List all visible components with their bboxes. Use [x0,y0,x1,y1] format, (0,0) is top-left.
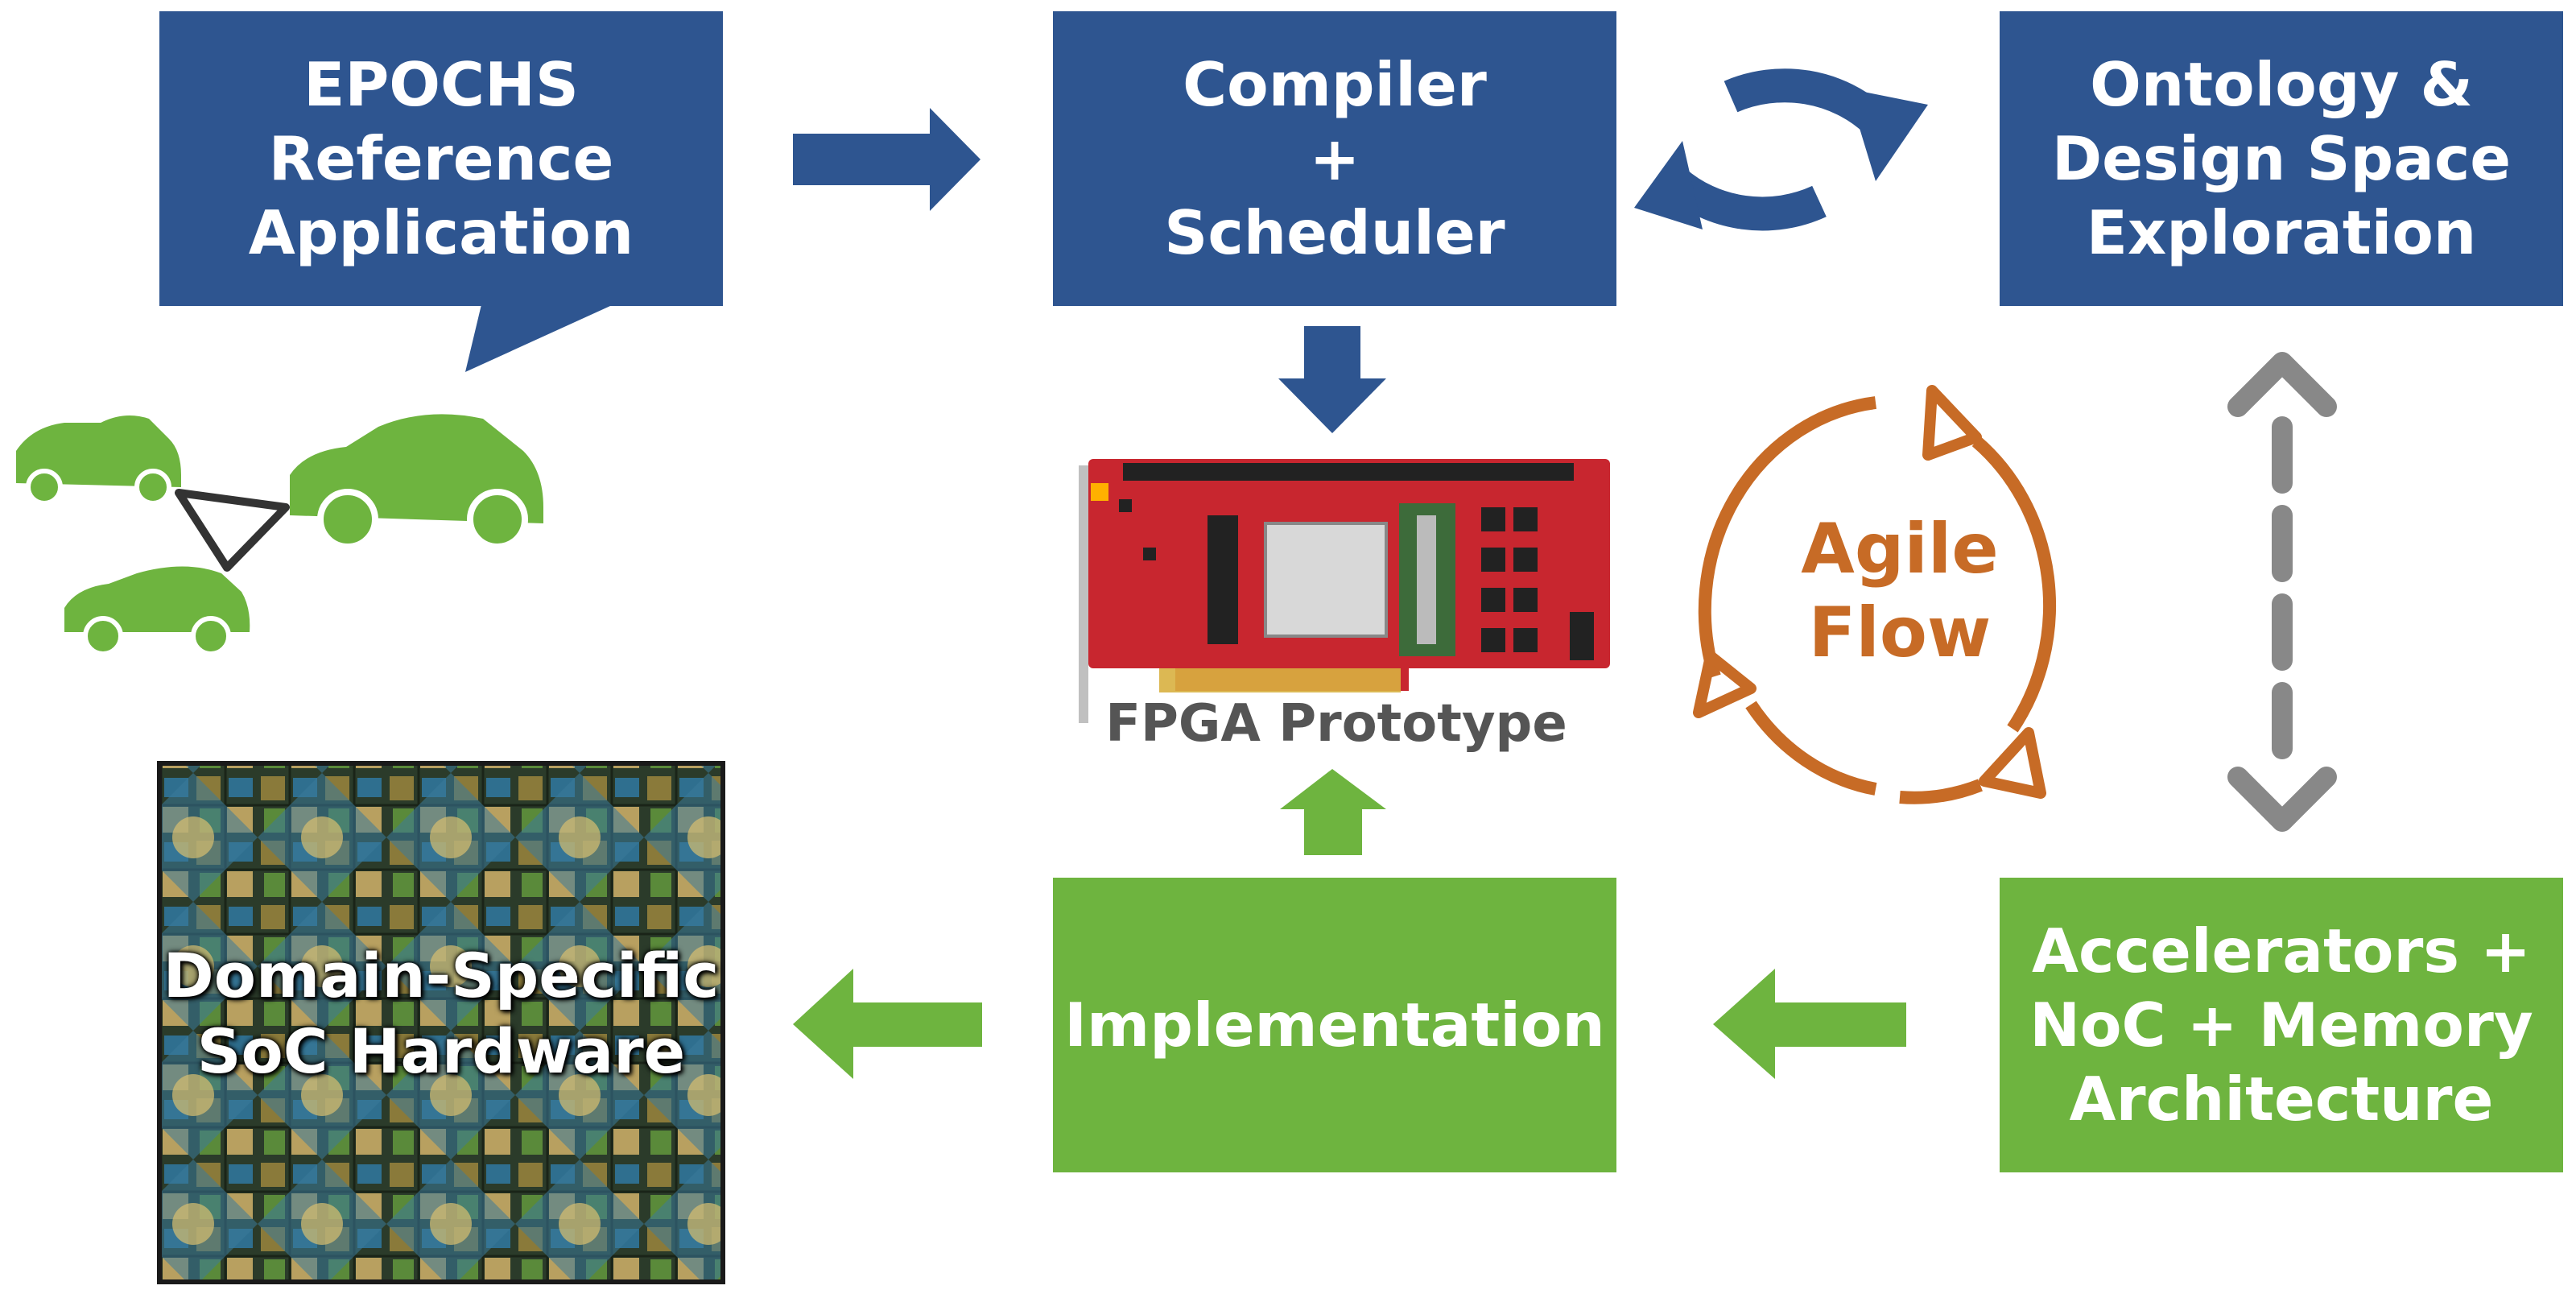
speech-bubble-tail [465,298,628,372]
accelerators-box: Accelerators + NoC + Memory Architecture [2000,878,2563,1172]
cars-icon [16,414,543,656]
arrow-left-2 [1713,969,1906,1079]
fpga-board-image [1079,459,1610,723]
compiler-box: Compiler + Scheduler [1053,11,1616,306]
arrow-down-fpga [1278,326,1386,433]
compiler-label: Compiler + Scheduler [1164,49,1505,268]
bidirectional-arrow [2227,352,2337,832]
implementation-label: Implementation [1064,990,1605,1060]
accelerators-label: Accelerators + NoC + Memory Architecture [2029,916,2533,1135]
ontology-label: Ontology & Design Space Exploration [2051,49,2512,268]
ontology-box: Ontology & Design Space Exploration [2000,11,2563,306]
agile-flow-cycle [1698,396,2057,733]
soc-label: Domain-Specific SoC Hardware [163,940,720,1087]
arrow-up-fpga [1280,769,1386,855]
epochs-label: EPOCHS Reference Application [248,49,634,268]
implementation-box: Implementation [1053,878,1616,1172]
soc-die-image [157,761,725,1284]
sync-cycle-icon [1663,68,1888,231]
epochs-box: EPOCHS Reference Application [159,11,723,306]
arrow-right-1 [793,108,980,211]
triangle-icon [175,489,290,572]
arrow-left-1 [793,969,982,1079]
agile-flow-label: Agile Flow [1801,509,1999,673]
fpga-caption: FPGA Prototype [1105,694,1567,754]
